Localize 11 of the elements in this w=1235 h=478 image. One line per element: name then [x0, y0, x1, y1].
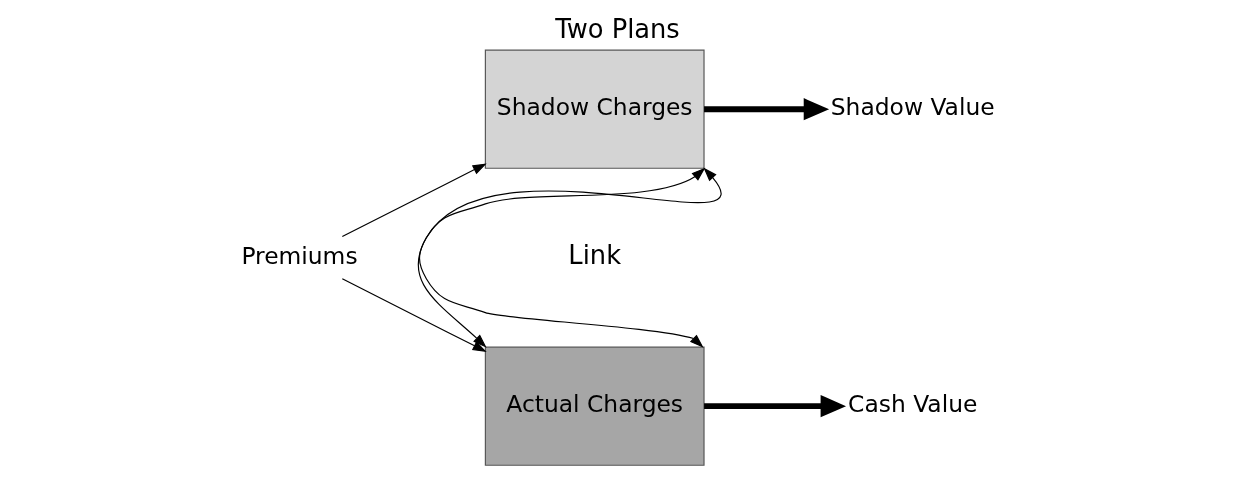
arrow [341, 163, 487, 238]
node-text: Shadow Value [830, 93, 995, 122]
label: Link [568, 240, 622, 271]
node-text: Premiums [241, 241, 358, 270]
node-box: Actual Charges [484, 346, 705, 466]
node-box: Shadow Charges [484, 49, 705, 169]
arrow [341, 278, 487, 352]
node-text: Cash Value [848, 390, 978, 419]
arrow [704, 98, 830, 121]
arrow [704, 395, 847, 418]
diagram-title: Two Plans [555, 14, 680, 45]
